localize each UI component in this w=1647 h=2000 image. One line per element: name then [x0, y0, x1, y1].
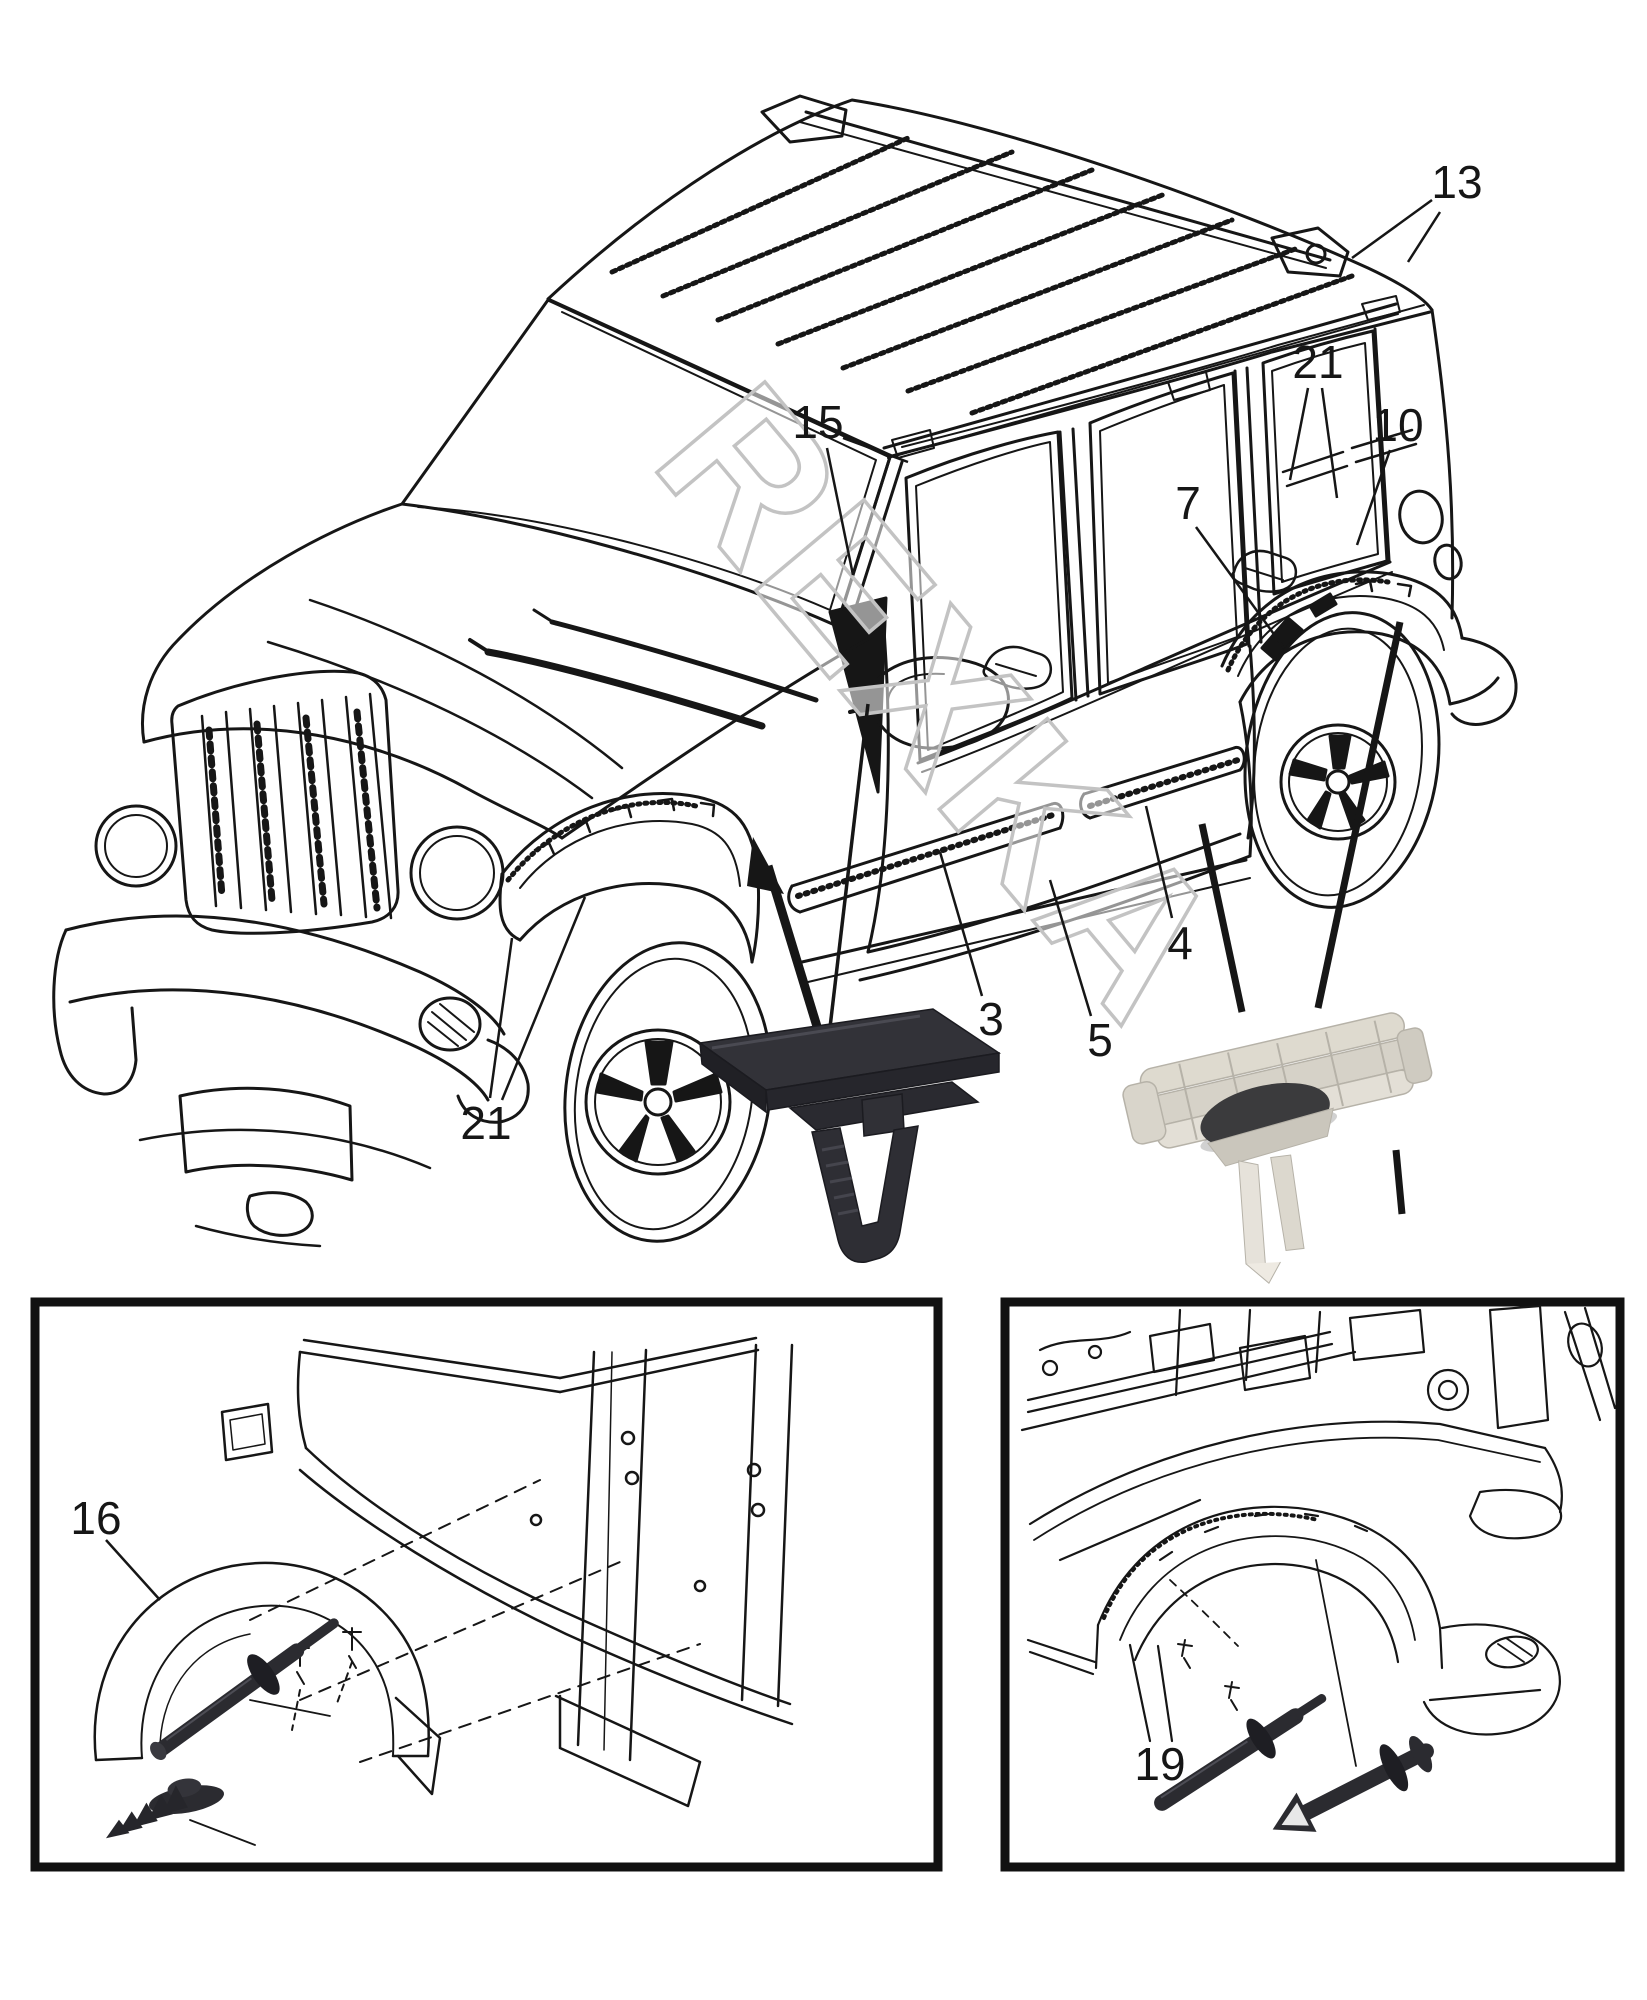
callout-10-label: 10: [1372, 399, 1424, 451]
rear-wheel: [1243, 611, 1441, 909]
callout-5-label: 5: [1087, 1014, 1113, 1066]
roof-panel: [546, 98, 1434, 458]
black-clip-photo: [698, 1008, 1002, 1264]
callout-21-top-label: 21: [1292, 336, 1344, 388]
liner-leader: [105, 1539, 161, 1601]
arrowhead: [747, 837, 784, 894]
rivet-photo-left: [150, 1618, 339, 1760]
rivet-photo-a: [1154, 1693, 1327, 1811]
a-pillar: [834, 455, 904, 634]
rivet-leaders: [1128, 1643, 1174, 1743]
windshield: [400, 298, 892, 628]
callout-21-front-label: 21: [460, 1097, 512, 1149]
callout-15-label: 15: [792, 396, 844, 448]
windshield-wipers: [468, 608, 819, 730]
side-mirror: [828, 596, 1010, 794]
rear-fender-flare: [1220, 570, 1464, 706]
pillars: [916, 308, 1455, 773]
grille: [170, 669, 400, 935]
hood: [141, 502, 886, 840]
roof-rack: [760, 94, 1401, 459]
white-clip-tick: [1392, 1149, 1406, 1215]
bodyside-moldings: [787, 745, 1251, 983]
inset-box-liner: [30, 1297, 943, 1872]
rivet-photo-b: [1272, 1735, 1434, 1832]
front-fender-flare: [498, 792, 761, 964]
front-bumper: [52, 914, 530, 1248]
rivet-sketches: [1177, 1639, 1240, 1711]
callout-7-label: 7: [1175, 477, 1201, 529]
callout-leader-lines: [488, 198, 1442, 1101]
rear-body: [1281, 428, 1518, 726]
clip-leader-lines: [763, 621, 1404, 1058]
liner-flare-part: [93, 1561, 442, 1796]
headlights: [94, 804, 505, 921]
callout-19-label: 19: [1134, 1738, 1186, 1790]
front-wheel: [563, 941, 773, 1243]
vehicle-illustration: [52, 94, 1518, 1248]
white-clip-photo: [1122, 1012, 1433, 1284]
pine-clip-photo: [105, 1778, 224, 1839]
roof-slats: [609, 135, 1355, 416]
callout-4-label: 4: [1167, 917, 1193, 969]
fender-flare-art: [1026, 1420, 1563, 1767]
projection-lines: [249, 1479, 701, 1763]
body-pillar-art: [220, 1336, 794, 1808]
callout-3-label: 3: [978, 993, 1004, 1045]
inset-box-fender: [1000, 1297, 1625, 1872]
engine-bay-art: [1020, 1304, 1617, 1432]
callout-16-label: 16: [70, 1492, 122, 1544]
callout-13-label: 13: [1431, 156, 1483, 208]
